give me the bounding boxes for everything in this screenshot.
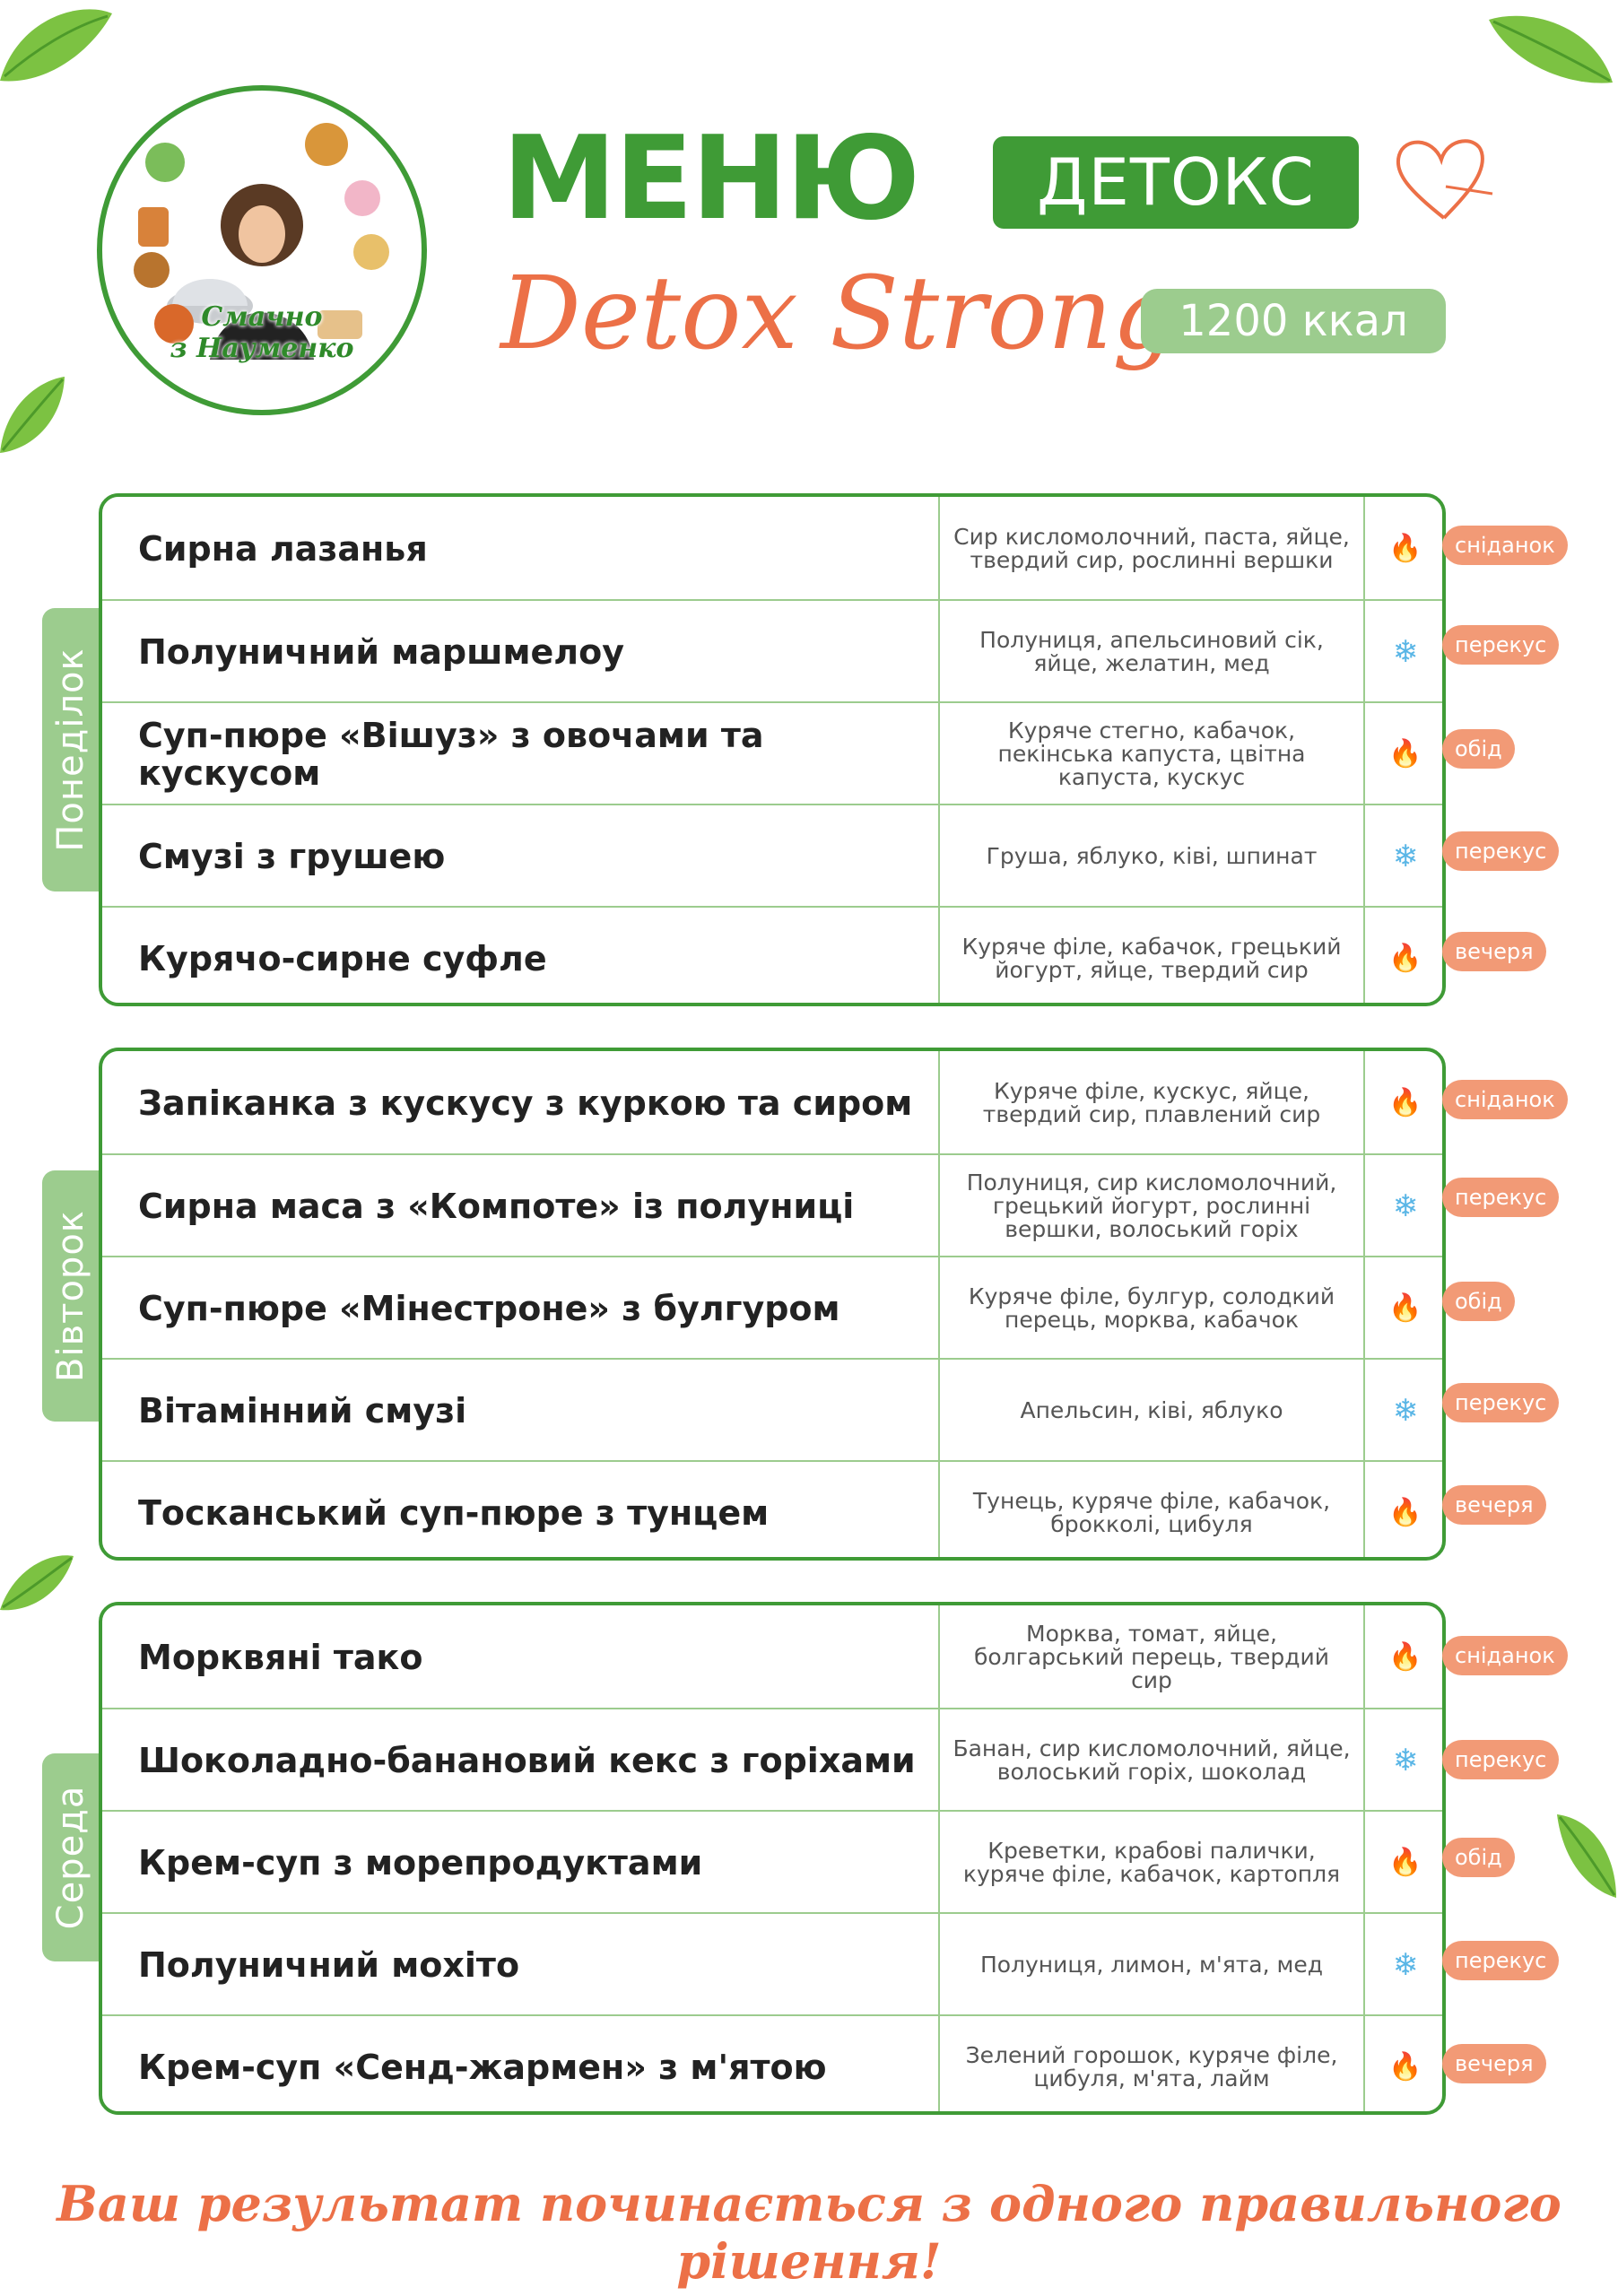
dish-name: Суп-пюре «Вішуз» з овочами та кускусом (138, 715, 764, 793)
dish-ingredients: Куряче філе, кускус, яйце, твердий сир, … (938, 1051, 1365, 1154)
day-tab-monday: Понеділок (42, 608, 100, 891)
flame-icon: 🔥 (1388, 943, 1422, 974)
snowflake-icon: ❄ (1392, 1187, 1419, 1224)
dish-name: Полуничний маршмелоу (138, 631, 625, 672)
flame-icon: 🔥 (1388, 1292, 1422, 1324)
table-row: Крем-суп «Сенд-жармен» з м'ятою Зелений … (102, 2014, 1442, 2111)
dish-ingredients: Апельсин, ківі, яблуко (938, 1360, 1365, 1461)
meal-badge: перекус (1442, 831, 1560, 871)
page-subtitle: Detox Strong (500, 256, 1177, 372)
dish-ingredients: Куряче філе, булгур, солодкий перець, мо… (938, 1257, 1365, 1359)
dish-name: Крем-суп з морепродуктами (138, 1842, 703, 1883)
footer-slogan: Ваш результат починається з одного прави… (57, 2175, 1561, 2290)
dish-ingredients: Сир кисломолочний, паста, яйце, твердий … (938, 497, 1365, 600)
menu-table-wednesday: Морквяні тако Морква, томат, яйце, болга… (99, 1602, 1446, 2115)
snowflake-icon: ❄ (1392, 1946, 1419, 1983)
meal-badge: вечеря (1442, 1485, 1546, 1525)
flame-icon: 🔥 (1388, 533, 1422, 564)
table-row: Шоколадно-банановий кекс з горіхами Бана… (102, 1708, 1442, 1811)
table-row: Смузі з грушею Груша, яблуко, ківі, шпин… (102, 804, 1442, 907)
table-row: Сирна маса з «Компоте» із полуниці Полун… (102, 1153, 1442, 1257)
leaf-decoration (0, 1555, 74, 1611)
dish-ingredients: Зелений горошок, куряче філе, цибуля, м'… (938, 2016, 1365, 2111)
dish-name: Крем-суп «Сенд-жармен» з м'ятою (138, 2047, 827, 2087)
flame-icon: 🔥 (1388, 2051, 1422, 2083)
flame-icon: 🔥 (1388, 1087, 1422, 1118)
heart-icon (1396, 139, 1493, 220)
table-row: Морквяні тако Морква, томат, яйце, болга… (102, 1605, 1442, 1709)
meal-badge: перекус (1442, 1740, 1560, 1779)
leaf-decoration (1557, 1814, 1616, 1898)
meal-badge: перекус (1442, 1178, 1560, 1217)
meal-badge: обід (1442, 1838, 1515, 1877)
meal-badge: сніданок (1442, 1636, 1568, 1675)
meal-badge: сніданок (1442, 1080, 1568, 1119)
dish-ingredients: Полуниця, сир кисломолочний, грецький йо… (938, 1155, 1365, 1257)
meal-badge: перекус (1442, 1383, 1560, 1422)
dish-name: Шоколадно-банановий кекс з горіхами (138, 1740, 916, 1780)
dish-ingredients: Куряче стегно, кабачок, пекінська капуст… (938, 703, 1365, 804)
table-row: Тосканський суп-пюре з тунцем Тунець, ку… (102, 1460, 1442, 1557)
snowflake-icon: ❄ (1392, 1392, 1419, 1429)
dish-ingredients: Полуниця, лимон, м'ята, мед (938, 1914, 1365, 2015)
dish-name: Суп-пюре «Мінестроне» з булгуром (138, 1288, 840, 1328)
meal-badge: обід (1442, 729, 1515, 769)
dish-name: Полуничний мохіто (138, 1944, 520, 1985)
dish-name: Сирна лазанья (138, 528, 428, 569)
dish-name: Курячо-сирне суфле (138, 938, 547, 978)
table-row: Вітамінний смузі Апельсин, ківі, яблуко … (102, 1358, 1442, 1461)
meal-badge: вечеря (1442, 932, 1546, 971)
day-label: Понеділок (50, 648, 91, 852)
dish-ingredients: Банан, сир кисломолочний, яйце, волоськи… (938, 1709, 1365, 1811)
day-tab-wednesday: Середа (42, 1753, 100, 1961)
dish-ingredients: Креветки, крабові палички, куряче філе, … (938, 1812, 1365, 1913)
leaf-decoration (0, 377, 65, 453)
dish-ingredients: Груша, яблуко, ківі, шпинат (938, 805, 1365, 907)
snowflake-icon: ❄ (1392, 633, 1419, 670)
meal-badge: вечеря (1442, 2044, 1546, 2083)
dish-name: Морквяні тако (138, 1637, 423, 1677)
flame-icon: 🔥 (1388, 1641, 1422, 1673)
dish-ingredients: Морква, томат, яйце, болгарський перець,… (938, 1605, 1365, 1709)
day-label: Вівторок (50, 1210, 91, 1382)
logo-text-line1: Смачно (201, 301, 323, 333)
dish-name: Смузі з грушею (138, 836, 446, 876)
dish-name: Вітамінний смузі (138, 1390, 467, 1431)
table-row: Суп-пюре «Мінестроне» з булгуром Куряче … (102, 1256, 1442, 1359)
flame-icon: 🔥 (1388, 738, 1422, 770)
table-row: Полуничний маршмелоу Полуниця, апельсино… (102, 599, 1442, 702)
day-tab-tuesday: Вівторок (42, 1170, 100, 1422)
dish-name: Запіканка з кускусу з куркою та сиром (138, 1083, 913, 1123)
flame-icon: 🔥 (1388, 1847, 1422, 1878)
table-row: Суп-пюре «Вішуз» з овочами та кускусом К… (102, 701, 1442, 804)
brand-logo: Смачно з Науменко (97, 85, 427, 415)
dish-name: Тосканський суп-пюре з тунцем (138, 1492, 770, 1533)
page-title: МЕНЮ (502, 112, 920, 246)
dish-name: Сирна маса з «Компоте» із полуниці (138, 1186, 855, 1226)
table-row: Крем-суп з морепродуктами Креветки, краб… (102, 1810, 1442, 1913)
snowflake-icon: ❄ (1392, 1742, 1419, 1779)
meal-badge: обід (1442, 1282, 1515, 1321)
day-label: Середа (50, 1785, 91, 1930)
flame-icon: 🔥 (1388, 1497, 1422, 1528)
dish-ingredients: Тунець, куряче філе, кабачок, брокколі, … (938, 1462, 1365, 1557)
dish-ingredients: Куряче філе, кабачок, грецький йогурт, я… (938, 908, 1365, 1003)
detox-badge: ДЕТОКС (993, 136, 1359, 229)
snowflake-icon: ❄ (1392, 838, 1419, 874)
table-row: Курячо-сирне суфле Куряче філе, кабачок,… (102, 906, 1442, 1003)
leaf-decoration (1489, 15, 1613, 83)
calorie-badge: 1200 ккал (1141, 289, 1446, 353)
leaf-decoration (0, 9, 112, 82)
table-row: Сирна лазанья Сир кисломолочний, паста, … (102, 497, 1442, 600)
meal-badge: перекус (1442, 1941, 1560, 1980)
table-row: Полуничний мохіто Полуниця, лимон, м'ята… (102, 1912, 1442, 2015)
table-row: Запіканка з кускусу з куркою та сиром Ку… (102, 1051, 1442, 1154)
logo-text-line2: з Науменко (170, 333, 354, 364)
meal-badge: перекус (1442, 625, 1560, 665)
dish-ingredients: Полуниця, апельсиновий сік, яйце, желати… (938, 601, 1365, 702)
meal-badge: сніданок (1442, 526, 1568, 565)
menu-table-tuesday: Запіканка з кускусу з куркою та сиром Ку… (99, 1048, 1446, 1561)
menu-table-monday: Сирна лазанья Сир кисломолочний, паста, … (99, 493, 1446, 1006)
